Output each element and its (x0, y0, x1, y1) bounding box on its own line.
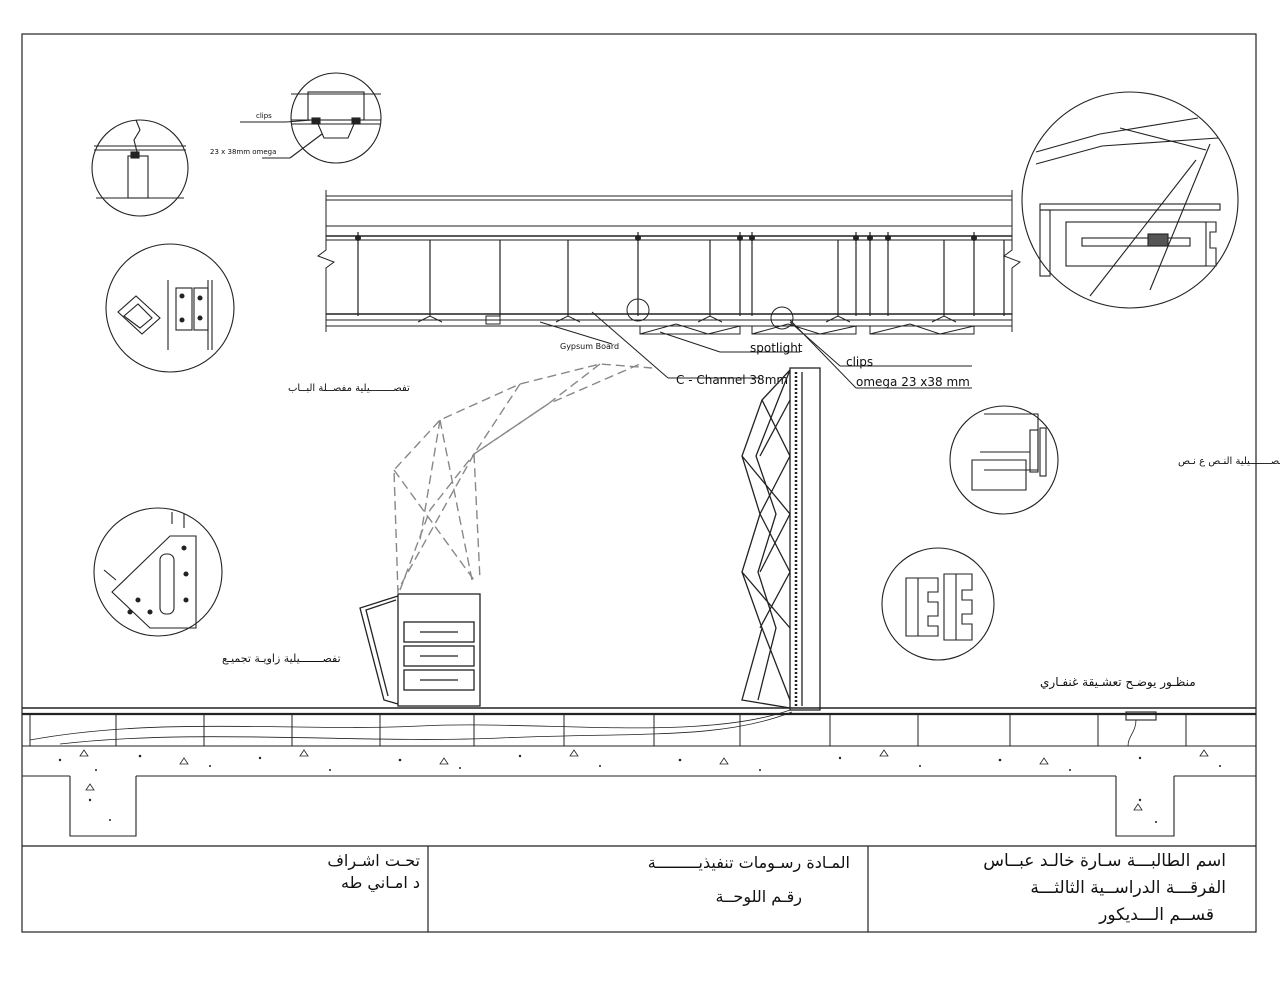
label-detail-clips: clips (256, 112, 272, 120)
department: قســم الـــديكور (1099, 905, 1214, 925)
supervision-label: تحـت اشـراف (327, 851, 420, 870)
title-block-supervision: تحـت اشـراف د امـاني طه (286, 846, 420, 932)
caption-tongue-groove: تفصـــــــيلية النـص ع نـص (1178, 456, 1280, 467)
tongue-groove-detail (949, 405, 1059, 515)
title-block-subject: المـادة رسـومات تنفيذيـــــــــة رقـم ال… (610, 846, 850, 932)
door-hinge-detail (105, 243, 235, 373)
caption-door-hinge: تفصــــــــيلية مفصــلة البــاب (288, 383, 410, 394)
title-block-student: اسم الطالبـــة سـارة خالـد عبــاس الفرقـ… (900, 846, 1226, 932)
ceiling-section (316, 190, 1022, 389)
floor-section (22, 707, 1256, 837)
caption-corner-bracket: تفصـــــــيلية زاويـة تجميـع (222, 652, 341, 665)
label-clips: clips (846, 355, 873, 369)
supervisor-name: د امـاني طه (341, 873, 420, 892)
label-gypsum-board: Gypsum Board (560, 342, 619, 351)
ceiling-corner-detail (1021, 91, 1239, 309)
caption-wardrobe-view: منظـور يوضـح تعشـيقة غنفـاري (1040, 675, 1196, 690)
label-detail-omega: 23 x 38mm omega (210, 148, 276, 156)
subject-name: المـادة رسـومات تنفيذيـــــــــة (647, 853, 850, 872)
detail-callout-circle (626, 298, 650, 322)
detail-callout-circle (770, 306, 794, 330)
clips-omega-detail (240, 72, 382, 164)
sheet-border (21, 33, 1257, 933)
label-spotlight: spotlight (750, 341, 803, 355)
partition-wall (741, 367, 821, 711)
corner-bracket-detail (93, 507, 223, 637)
academic-year: الفرقـــة الدراســية الثالثـــة (1030, 878, 1226, 898)
label-omega: omega 23 x38 mm (856, 375, 970, 389)
sheet-number: رقـم اللوحــة (715, 887, 802, 906)
drawer-cabinet (359, 593, 481, 707)
label-c-channel: C - Channel 38mm (676, 373, 788, 387)
hanger-detail (91, 119, 189, 217)
lid-swing-dashed (393, 363, 653, 595)
wardrobe-view-detail (881, 547, 995, 661)
student-name: اسم الطالبـــة سـارة خالـد عبــاس (983, 851, 1226, 871)
